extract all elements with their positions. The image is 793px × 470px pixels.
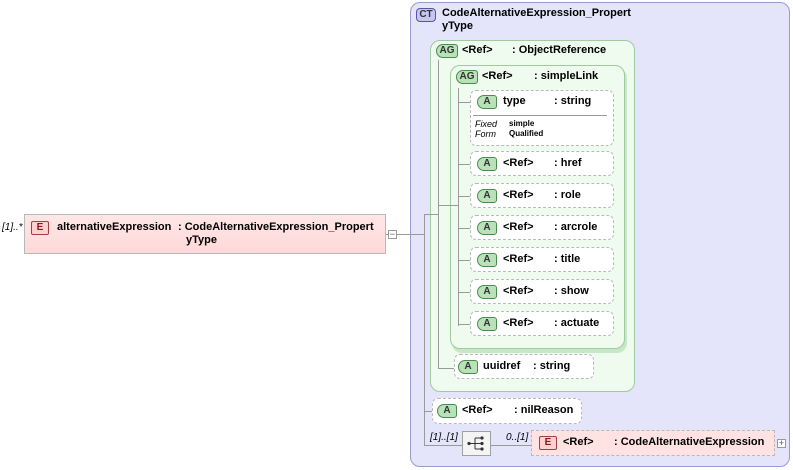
uuidref-attribute-type: : string	[533, 360, 571, 372]
nilreason-attribute-ref: <Ref>	[462, 404, 493, 416]
connector-trunk	[424, 214, 425, 446]
attribute-connector	[458, 164, 470, 165]
connector-simplelink-trunk	[458, 88, 459, 326]
connector-to-sequence	[424, 445, 462, 446]
complex-type-badge: CT	[416, 8, 436, 22]
connector-main	[386, 234, 424, 235]
simple-link-badge: AG	[456, 70, 478, 84]
sequence-child-cardinality: 0..[1]	[506, 432, 529, 443]
main-element-type-line1: : CodeAlternativeExpression_Propert	[178, 221, 374, 233]
last-element-ref: <Ref>	[563, 436, 594, 448]
connector-to-nilreason	[424, 411, 432, 412]
attribute-name: : arcrole	[554, 221, 598, 233]
type-attribute-name: type	[503, 95, 526, 107]
attribute-connector	[458, 196, 470, 197]
fixed-value: simple	[509, 119, 535, 128]
main-element-name: alternativeExpression	[57, 221, 172, 233]
attribute-name: : href	[554, 157, 582, 169]
last-element-badge: E	[539, 436, 557, 450]
main-element-collapse-button[interactable]: −	[388, 229, 397, 239]
connector-to-simplelink	[438, 205, 458, 206]
connector-type	[458, 102, 470, 103]
attribute-connector	[458, 260, 470, 261]
fixed-label: Fixed	[475, 119, 498, 129]
attribute-badge: A	[477, 285, 497, 299]
code-alternative-expression-element[interactable]	[531, 430, 775, 456]
nilreason-attribute-badge: A	[437, 404, 457, 418]
main-element-badge: E	[31, 221, 49, 235]
attribute-box	[470, 215, 614, 240]
attribute-ref: <Ref>	[503, 221, 534, 233]
attribute-badge: A	[477, 157, 497, 171]
nilreason-attribute-box	[432, 398, 582, 424]
connector-objref-trunk	[438, 60, 439, 368]
attribute-ref: <Ref>	[503, 253, 534, 265]
attribute-name: : title	[554, 253, 581, 265]
last-element-expand-button[interactable]: +	[777, 438, 786, 448]
attribute-ref: <Ref>	[503, 189, 534, 201]
attribute-connector	[458, 292, 470, 293]
sequence-compositor[interactable]	[462, 431, 491, 456]
attribute-badge: A	[477, 317, 497, 331]
object-reference-badge: AG	[436, 44, 458, 58]
connector-to-uuidref	[438, 368, 454, 369]
object-reference-type: : ObjectReference	[512, 44, 607, 56]
main-element-cardinality: [1]..*	[2, 222, 23, 233]
attribute-name: : actuate	[554, 317, 600, 329]
attribute-connector	[458, 324, 470, 325]
complex-type-title-line1: CodeAlternativeExpression_Propert	[442, 7, 631, 19]
simple-link-ref: <Ref>	[482, 70, 513, 82]
type-attribute-badge: A	[477, 95, 497, 109]
form-label: Form	[475, 129, 496, 139]
nilreason-attribute-name: : nilReason	[514, 404, 574, 416]
complex-type-title-line2: yType	[442, 20, 473, 32]
attribute-badge: A	[477, 253, 497, 267]
attribute-badge: A	[477, 221, 497, 235]
simple-link-type: : simpleLink	[534, 70, 599, 82]
attribute-name: : show	[554, 285, 589, 297]
attribute-ref: <Ref>	[503, 317, 534, 329]
last-element-name: : CodeAlternativeExpression	[614, 436, 765, 448]
uuidref-attribute-badge: A	[458, 360, 478, 374]
connector-to-objref	[424, 214, 438, 215]
form-value: Qualified	[509, 129, 544, 138]
type-attribute-divider	[473, 115, 607, 116]
connector-sequence-out	[491, 445, 531, 446]
attribute-connector	[458, 228, 470, 229]
attribute-ref: <Ref>	[503, 157, 534, 169]
uuidref-attribute-box	[454, 354, 594, 379]
attribute-badge: A	[477, 189, 497, 203]
alternative-expression-element[interactable]	[24, 214, 386, 254]
attribute-ref: <Ref>	[503, 285, 534, 297]
sequence-cardinality: [1]..[1]	[430, 432, 458, 443]
sequence-icon	[467, 436, 484, 451]
uuidref-attribute-name: uuidref	[483, 360, 521, 372]
object-reference-ref: <Ref>	[462, 44, 493, 56]
attribute-name: : role	[554, 189, 581, 201]
main-element-type-line2: yType	[186, 234, 217, 246]
type-attribute-type: : string	[554, 95, 592, 107]
